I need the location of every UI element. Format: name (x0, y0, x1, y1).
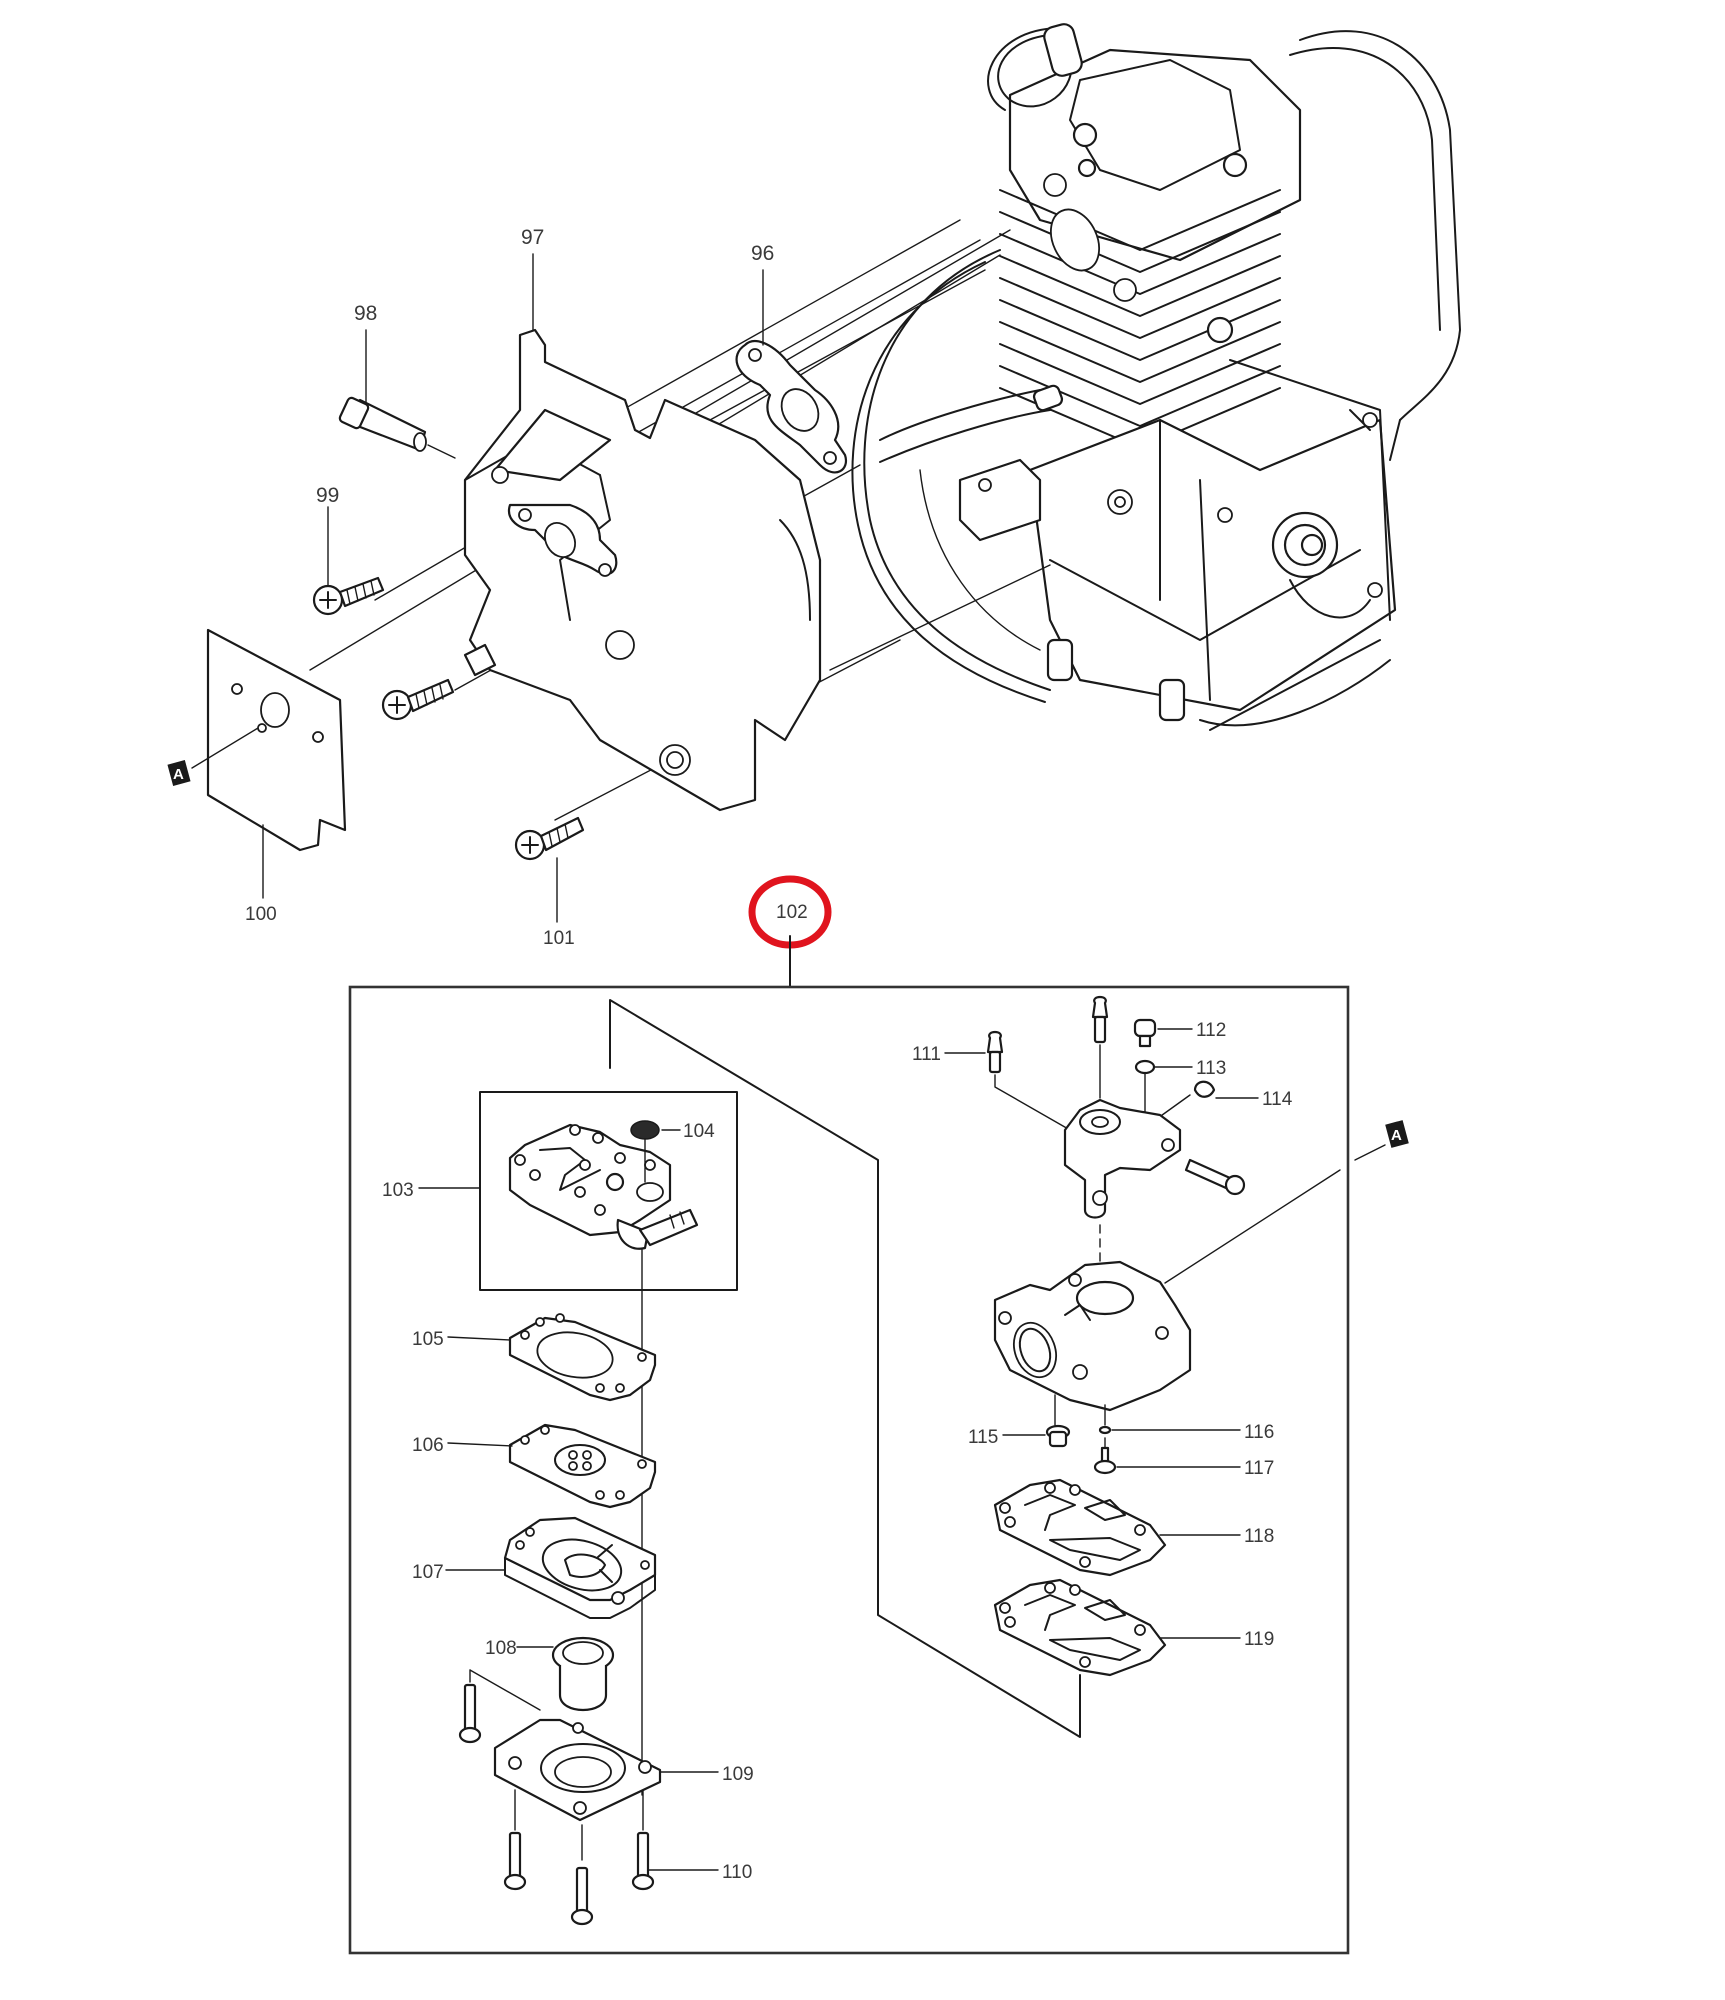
callout-leaders-right (944, 1028, 1259, 1639)
callout-104: 104 (683, 1121, 715, 1142)
callout-98: 98 (354, 302, 377, 325)
reference-marker-a-left: A (167, 727, 259, 786)
callout-leaders-left (418, 1129, 719, 1871)
callout-102-group[interactable]: 102 (748, 875, 832, 988)
part-screw-middle (381, 678, 455, 721)
part-104-filter-screen (630, 1120, 660, 1140)
callout-97: 97 (521, 226, 544, 249)
part-119-gasket (993, 1578, 1167, 1677)
part-100-gasket (206, 628, 347, 852)
callout-105: 105 (412, 1329, 444, 1350)
callout-110: 110 (722, 1862, 752, 1883)
callout-118: 118 (1244, 1526, 1274, 1547)
callout-111: 111 (912, 1044, 941, 1065)
callout-106: 106 (412, 1435, 444, 1456)
part-105-gasket (508, 1313, 657, 1402)
part-97-heat-insulator (463, 328, 822, 812)
callout-113: 113 (1196, 1058, 1226, 1079)
part-109-bulb-cover (493, 1718, 662, 1822)
sub-assembly-bracket (609, 999, 1081, 1738)
part-throttle-assembly (986, 995, 1246, 1276)
callout-100: 100 (245, 904, 277, 925)
callout-117: 117 (1244, 1458, 1274, 1479)
part-carburetor-body (993, 1260, 1192, 1412)
svg-text:A: A (173, 766, 184, 783)
callout-103: 103 (382, 1180, 414, 1201)
callout-115: 115 (968, 1427, 998, 1448)
callout-leaders-top (262, 253, 764, 923)
callout-102: 102 (776, 902, 808, 923)
callout-99: 99 (316, 484, 339, 507)
callout-119: 119 (1244, 1629, 1274, 1650)
part-99-screw (312, 576, 385, 616)
part-107-pump-cover (503, 1516, 657, 1619)
part-98-spacer (338, 396, 456, 459)
cylinder-fins (999, 189, 1281, 449)
part-103-box (479, 1091, 738, 1291)
callout-108: 108 (485, 1638, 517, 1659)
svg-text:A: A (1391, 1127, 1402, 1144)
callout-96: 96 (751, 242, 774, 265)
part-106-diaphragm (508, 1423, 657, 1509)
callout-114: 114 (1262, 1089, 1293, 1110)
callout-116: 116 (1244, 1422, 1274, 1443)
callout-109: 109 (722, 1764, 754, 1785)
callout-107: 107 (412, 1562, 444, 1583)
callout-101: 101 (543, 928, 575, 949)
carburetor-assembly-frame (348, 985, 1350, 1955)
part-101-screw (514, 816, 585, 861)
part-115-117-small-parts (1045, 1394, 1117, 1475)
part-118-gasket (993, 1478, 1167, 1577)
callout-112: 112 (1196, 1020, 1226, 1041)
part-110-screws (458, 1669, 655, 1926)
part-96-gasket (735, 339, 848, 474)
reference-marker-a-right: A (1164, 1120, 1409, 1284)
part-103-pump-body (508, 1123, 699, 1250)
part-108-primer-bulb (551, 1636, 615, 1712)
engine-block (851, 23, 1461, 731)
